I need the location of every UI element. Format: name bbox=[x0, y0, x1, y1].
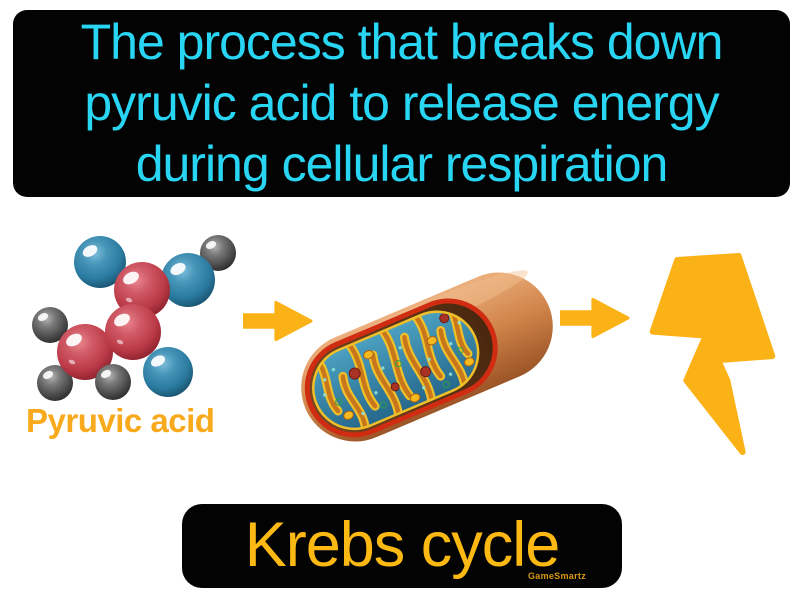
arrow-right-icon bbox=[243, 300, 313, 342]
pyruvic-acid-molecule-icon bbox=[32, 235, 236, 401]
arrow-shape bbox=[243, 300, 313, 342]
definition-line-2: pyruvic acid to release energy bbox=[84, 75, 719, 131]
mitochondrion-body bbox=[301, 270, 553, 442]
lightning-bolt-icon bbox=[649, 252, 776, 456]
definition-line-3: during cellular respiration bbox=[135, 136, 669, 192]
watermark: GameSmartz bbox=[527, 571, 586, 581]
molecule-label: Pyruvic acid bbox=[26, 402, 215, 439]
term-label: Krebs cycle bbox=[244, 510, 561, 580]
mitochondrion-icon bbox=[301, 270, 553, 442]
cristae bbox=[310, 298, 475, 435]
arrow-right-icon bbox=[560, 297, 630, 339]
arrow-shape bbox=[560, 297, 630, 339]
definition-line-1: The process that breaks down bbox=[80, 14, 724, 70]
bolt-shape bbox=[649, 252, 776, 456]
term-banner: Krebs cycle GameSmartz bbox=[182, 504, 622, 588]
definition-banner: The process that breaks down pyruvic aci… bbox=[13, 10, 790, 197]
